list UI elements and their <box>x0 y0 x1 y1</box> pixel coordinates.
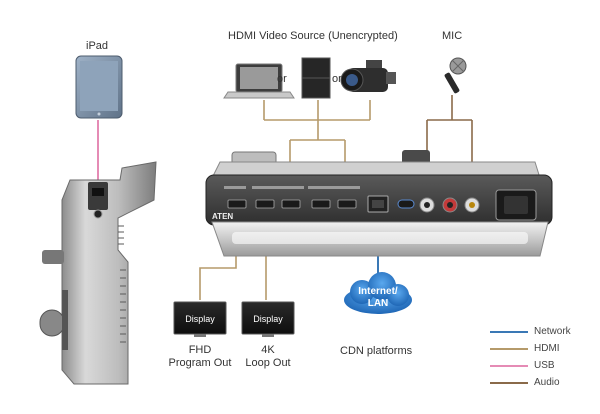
legend-swatch <box>490 331 528 333</box>
legend-item-hdmi: HDMI <box>490 342 598 356</box>
legend-swatch <box>490 348 528 350</box>
brand-logo-text: ATEN <box>212 212 233 221</box>
display-label-2: Display <box>253 314 283 324</box>
ipad-label: iPad <box>86 40 109 52</box>
legend-item-network: Network <box>490 325 598 339</box>
output-4k-label: 4K Loop Out <box>228 344 308 370</box>
display-label-1: Display <box>185 314 215 324</box>
legend-label: Audio <box>534 377 560 388</box>
output-fhd-line2: Program Out <box>168 357 232 369</box>
display-4k: Display <box>241 301 295 337</box>
legend-label: Network <box>534 326 571 337</box>
streamer-rear-view: ATEN <box>205 150 553 257</box>
cloud-label-line1: Internet/ <box>358 286 398 297</box>
output-4k-line2: Loop Out <box>245 357 291 369</box>
legend-item-usb: USB <box>490 359 598 373</box>
display-fhd: Display <box>173 301 227 337</box>
cdn-platforms-label: CDN platforms <box>340 345 413 357</box>
mic-label: MIC <box>442 30 463 42</box>
internet-cloud-icon: Internet/ LAN <box>344 272 412 314</box>
legend-swatch <box>490 382 528 384</box>
camcorder-icon <box>340 60 396 92</box>
legend-item-audio: Audio <box>490 376 598 390</box>
game-console-icon <box>301 57 331 99</box>
laptop-icon <box>223 63 295 99</box>
or-label-1: or <box>277 73 287 85</box>
legend-label: USB <box>534 360 555 371</box>
output-fhd-line1: FHD <box>188 344 212 356</box>
or-label-2: or <box>332 73 342 85</box>
output-fhd-label: FHD Program Out <box>160 344 240 370</box>
output-4k-line1: 4K <box>261 344 275 356</box>
ipad-device <box>75 55 123 119</box>
legend-label: HDMI <box>534 343 560 354</box>
streamer-side-view <box>39 161 157 385</box>
microphone-icon <box>444 57 467 94</box>
hdmi-source-label: HDMI Video Source (Unencrypted) <box>228 30 398 42</box>
cloud-label-line2: LAN <box>368 298 389 309</box>
legend-swatch <box>490 365 528 367</box>
